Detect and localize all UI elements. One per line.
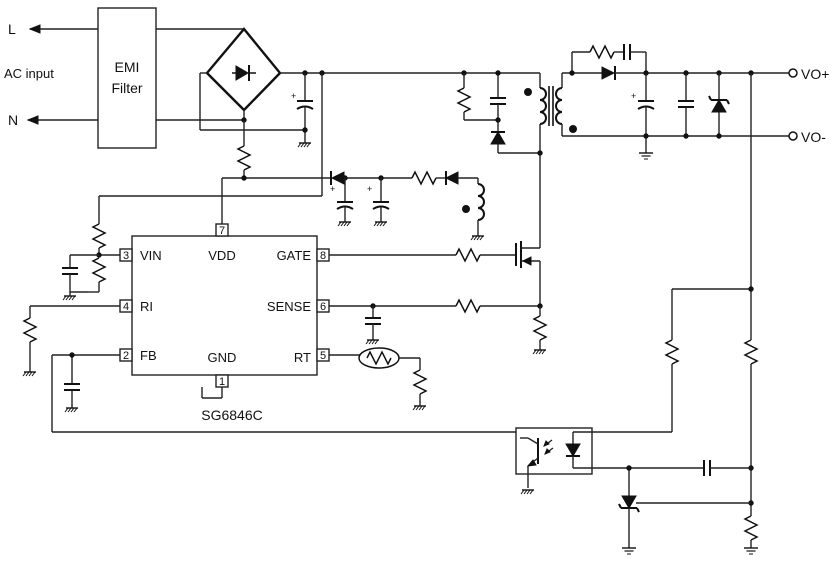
aux-supply: + + [330,170,485,241]
pin-sense-number: 6 [320,301,326,313]
aux-cap1-polarity: + [330,184,335,194]
fb-network [51,352,516,433]
pin-vin-name: VIN [140,248,162,263]
pin-sense-name: SENSE [267,299,311,314]
pin-rt-number: 5 [320,350,326,362]
output-cap-polarity: + [631,91,636,101]
pin-gnd-number: 1 [219,376,225,388]
vdd-rail [98,73,330,224]
emi-filter-label-line2: Filter [111,80,142,96]
transformer [524,73,577,248]
pin-gate-number: 8 [320,250,326,262]
line-terminal-label: L [8,21,16,37]
pin-gnd-name: GND [208,350,237,365]
pin-vin-number: 3 [123,250,129,262]
vo-plus-label: VO+ [801,66,829,82]
ac-input-section: L N AC input [4,21,98,128]
pin-vdd-name: VDD [208,248,235,263]
emi-filter: EMI Filter [97,7,157,149]
vo-minus-label: VO- [801,129,826,145]
output-divider [743,339,759,555]
startup-resistor [236,120,252,178]
ac-input-label: AC input [4,66,54,81]
rt-network [329,347,428,411]
pin-gate-name: GATE [277,248,312,263]
neutral-terminal-label: N [8,112,18,128]
bridge-rectifier [156,27,540,131]
pin-rt-name: RT [294,350,311,365]
pin-ri-number: 4 [123,301,129,313]
vin-divider [62,223,120,301]
optocoupler-feed [664,286,754,432]
pin-fb-number: 2 [123,350,129,362]
gate-drive [329,247,516,263]
pin-ri-name: RI [140,299,153,314]
aux-cap2-polarity: + [367,184,372,194]
emi-filter-label-line1: EMI [115,59,140,75]
ic-part-number: SG6846C [201,407,262,423]
output-section: + VO+ VO- [561,44,829,340]
bulk-capacitor: + [291,73,314,148]
sense-network [329,298,548,355]
pin-vdd-number: 7 [219,225,225,237]
bulk-cap-polarity: + [291,91,296,101]
snubber [456,70,540,154]
pin-fb-name: FB [140,348,157,363]
ri-resistor [22,305,120,377]
controller-ic: 7 1 3 4 2 8 6 5 VIN RI FB VDD GND GATE S… [119,223,330,423]
shunt-regulator [618,460,751,555]
power-mosfet [515,241,541,306]
optocoupler [515,427,704,495]
